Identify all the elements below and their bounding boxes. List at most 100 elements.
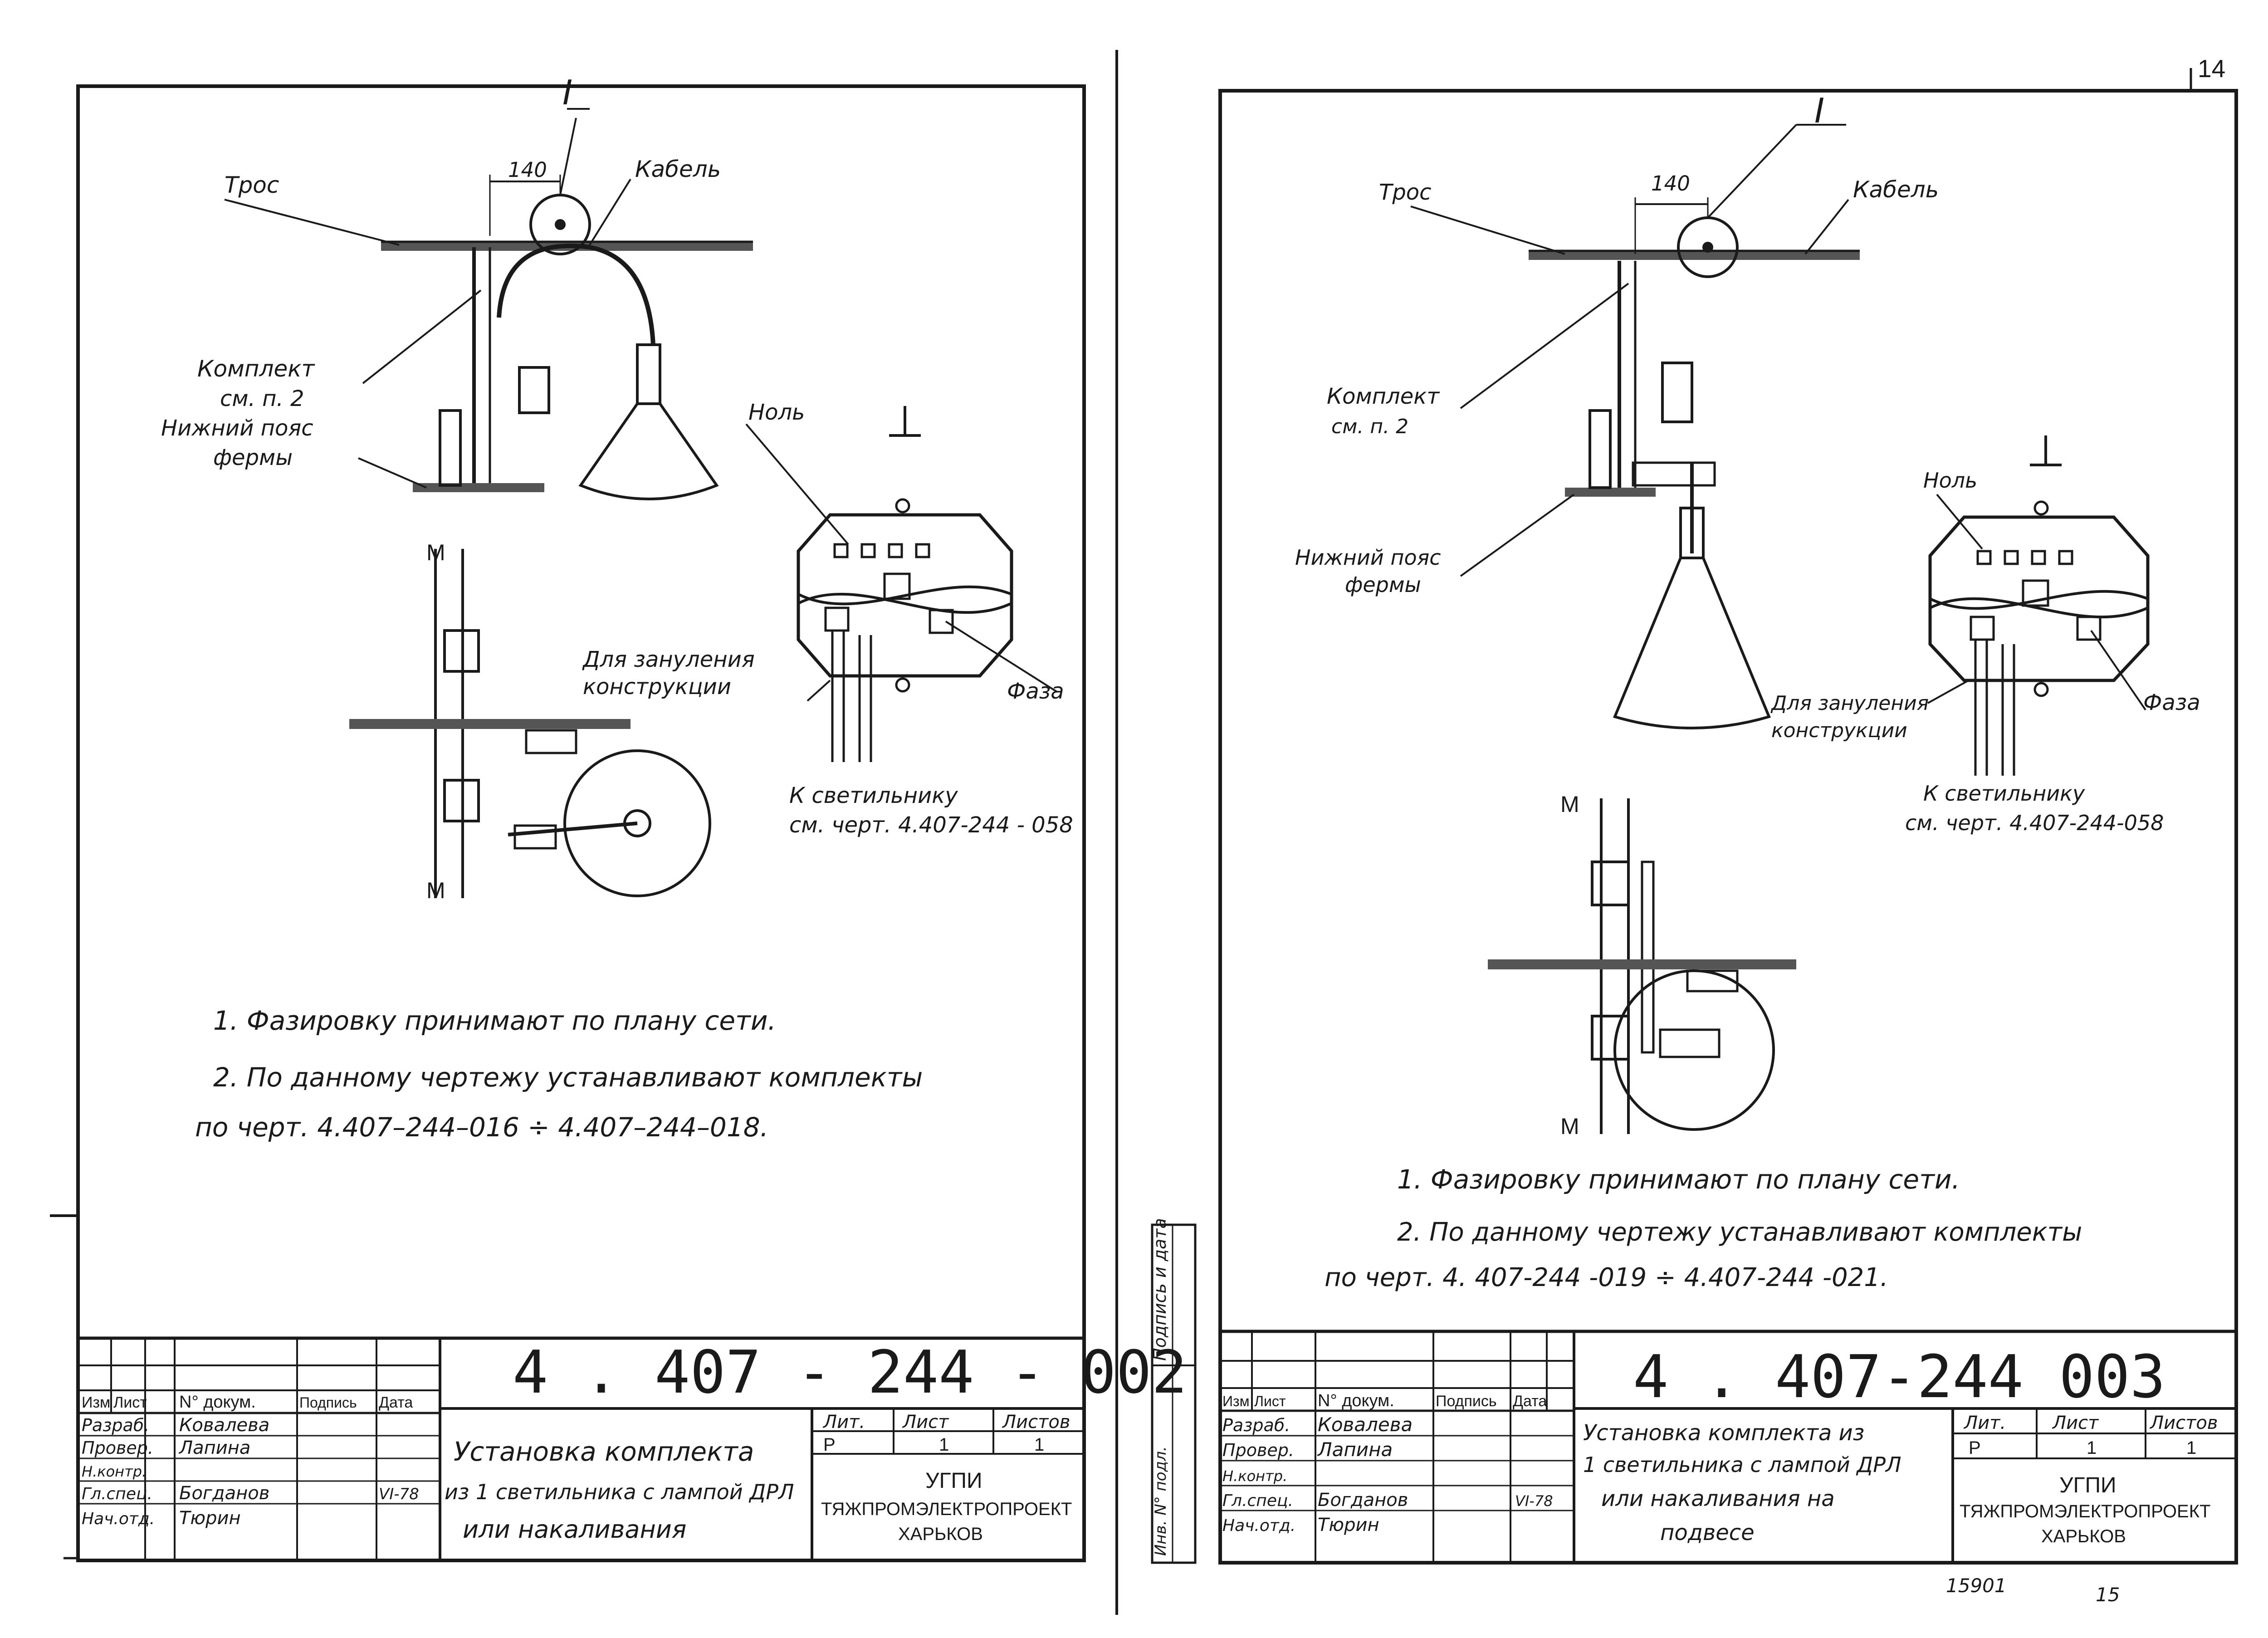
right-label-zanul: Для зануления [1770, 692, 1929, 715]
right-row4-name: Богданов [1318, 1490, 1408, 1511]
right-label-komplekt-ref: см. п. 2 [1331, 415, 1408, 438]
svg-text:M: M [426, 878, 445, 903]
right-lit-label: Лит. [1963, 1413, 2006, 1433]
right-label-tros: Трос [1379, 180, 1432, 205]
left-org-1: УГПИ [925, 1469, 982, 1493]
left-label-komplekt: Комплект [197, 356, 315, 382]
right-row5-role: Нач.отд. [1222, 1516, 1295, 1535]
right-hdr-dokum: N° докум. [1318, 1391, 1394, 1410]
right-row2-role: Провер. [1222, 1440, 1294, 1460]
detail-box-outline [797, 513, 1013, 678]
left-row4-name: Богданов [179, 1483, 269, 1504]
right-drawing-code: 4 . 407-244 003 [1633, 1342, 2165, 1411]
left-label-nizhniy: Нижний пояс [161, 416, 313, 441]
left-plan-view: M M [349, 540, 711, 903]
right-label-kabel: Кабель [1853, 176, 1939, 203]
right-detail-view [1927, 435, 2150, 776]
right-row5-name: Тюрин [1318, 1515, 1379, 1535]
left-hdr-dokum: N° докум. [179, 1393, 256, 1412]
right-title-line-1: Установка комплекта из [1583, 1420, 1864, 1446]
right-label-nizhniy: Нижний пояс [1295, 545, 1441, 570]
left-note-3: по черт. 4.407–244–016 ÷ 4.407–244–018. [195, 1112, 768, 1143]
left-title-line-2: из 1 светильника с лампой ДРЛ [445, 1480, 794, 1504]
side-stamp-signature: Подпись и дата [1150, 1218, 1170, 1361]
left-row2-role: Провер. [82, 1438, 153, 1458]
left-row1-role: Разраб. [82, 1415, 149, 1435]
right-detail-mark: I [1814, 91, 1824, 131]
left-label-komplekt-ref: см. п. 2 [220, 386, 304, 411]
side-stamp-inventory: Инв. N° подл. [1152, 1446, 1170, 1556]
right-org-2: ТЯЖПРОМЭЛЕКТРОПРОЕКТ [1960, 1501, 2210, 1521]
left-dim-140: 140 [508, 158, 547, 182]
sheet-right: Подпись и дата Инв. N° подл. [1150, 89, 2238, 1606]
left-note-2: 2. По данному чертежу устанавливают комп… [213, 1062, 923, 1093]
left-list-value: 1 [939, 1435, 949, 1455]
right-label-svet: К светильнику [1923, 781, 2085, 806]
right-title-block [1220, 1330, 2236, 1563]
svg-text:M: M [1560, 792, 1579, 817]
left-title-line-1: Установка комплекта [454, 1436, 754, 1467]
right-label-konstr: конструкции [1771, 719, 1907, 742]
left-label-svet-ref: см. черт. 4.407-244 - 058 [789, 812, 1073, 838]
left-title-block [76, 1336, 1086, 1562]
right-listov-label: Листов [2149, 1413, 2218, 1433]
bottom-number-2: 15 [2096, 1584, 2120, 1606]
right-label-komplekt: Комплект [1327, 384, 1440, 409]
left-row2-name: Лапина [178, 1438, 250, 1458]
left-hdr-podpis: Подпись [299, 1394, 357, 1411]
right-hdr-izm: Изм [1222, 1393, 1250, 1409]
left-hdr-izm: Изм [82, 1394, 110, 1411]
left-hdr-list: Лист [113, 1394, 147, 1411]
svg-text:M: M [1560, 1114, 1579, 1139]
right-label-nol: Ноль [1923, 468, 1977, 493]
left-listov-label: Листов [1002, 1412, 1070, 1433]
right-hdr-data: Дата [1513, 1393, 1547, 1410]
left-label-nol: Ноль [748, 400, 805, 425]
right-lamp-shade [1613, 557, 1771, 729]
left-detail-mark: I [562, 73, 572, 112]
page-number: 14 [2198, 54, 2225, 83]
left-lit-label: Лит. [822, 1412, 865, 1433]
right-row1-name: Ковалева [1318, 1413, 1413, 1436]
right-lit-value: Р [1969, 1438, 1981, 1458]
right-title-line-2: 1 светильника с лампой ДРЛ [1583, 1452, 1901, 1477]
left-org-3: ХАРЬКОВ [898, 1524, 983, 1544]
right-listov-value: 1 [2186, 1438, 2196, 1458]
left-label-kabel: Кабель [635, 156, 721, 182]
right-row1-role: Разраб. [1222, 1415, 1290, 1435]
right-label-fermy: фермы [1345, 572, 1421, 597]
left-row5-role: Нач.отд. [82, 1510, 155, 1528]
right-org-3: ХАРЬКОВ [2041, 1526, 2126, 1546]
left-row1-name: Ковалева [179, 1415, 269, 1436]
right-detail-box-outline [1928, 515, 2150, 682]
sheet-right-frame [1218, 89, 2238, 1565]
right-list-label: Лист [2052, 1413, 2099, 1433]
left-label-konstr: конструкции [583, 674, 731, 699]
right-row4-role: Гл.спец. [1222, 1491, 1293, 1510]
right-note-2: 2. По данному чертежу устанавливают комп… [1397, 1217, 2082, 1247]
left-listov-value: 1 [1034, 1435, 1044, 1455]
right-dim-140: 140 [1651, 171, 1690, 196]
left-row5-name: Тюрин [179, 1508, 241, 1529]
left-list-label: Лист [902, 1412, 949, 1433]
right-truss-chord [1565, 488, 1656, 497]
right-row3-role: Н.контр. [1222, 1467, 1287, 1485]
left-label-tros: Трос [225, 172, 279, 198]
side-stamp [1151, 1223, 1197, 1564]
left-row4-date: VI-78 [379, 1485, 419, 1503]
lamp-plan-circle [563, 749, 711, 897]
right-plan-view: M M [1488, 792, 1796, 1139]
right-note-1: 1. Фазировку принимают по плану сети. [1397, 1164, 1960, 1195]
right-label-faza: Фаза [2143, 690, 2200, 715]
left-lit-value: Р [823, 1435, 836, 1455]
left-elevation-view [224, 108, 753, 500]
left-label-faza: Фаза [1007, 679, 1064, 704]
right-hdr-podpis: Подпись [1436, 1393, 1497, 1410]
left-row4-role: Гл.спец. [82, 1485, 152, 1503]
left-note-1: 1. Фазировку принимают по плану сети. [213, 1005, 776, 1036]
right-row4-date: VI-78 [1515, 1492, 1553, 1510]
left-label-fermy: фермы [213, 445, 293, 470]
right-note-3: по черт. 4. 407-244 -019 ÷ 4.407-244 -02… [1325, 1263, 1888, 1292]
left-label-zanul: Для зануления [582, 647, 755, 672]
